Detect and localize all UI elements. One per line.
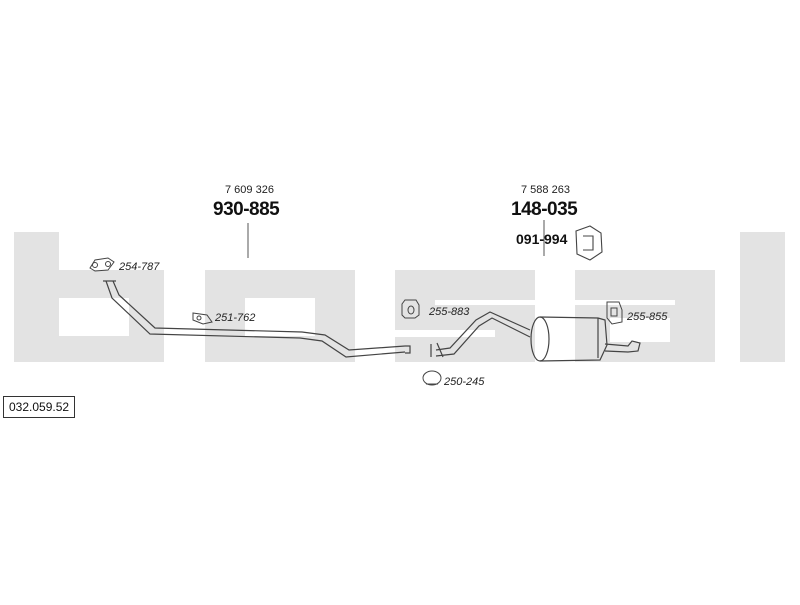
accessory-code-label: 254-787: [119, 261, 160, 273]
gasket-icon: [89, 257, 115, 272]
mount-icon: [575, 225, 603, 261]
rubber-hanger-icon: [401, 299, 420, 319]
reference-number-box: 032.059.52: [3, 396, 76, 418]
rear-silencer: [530, 316, 641, 362]
accessory-code-label: 255-855: [627, 311, 668, 323]
oe-number-label: 7 588 263: [521, 184, 570, 196]
clamp-icon: [192, 312, 213, 325]
oe-number-label: 7 609 326: [225, 184, 274, 196]
rear-pipe: [430, 311, 531, 358]
bosal-watermark-holes: [59, 298, 670, 342]
mount-part-number-label: 091-994: [516, 231, 568, 247]
accessory-code-label: 251-762: [215, 312, 256, 324]
bosal-watermark-logo: [14, 232, 785, 362]
accessory-code-label: 255-883: [429, 306, 470, 318]
part-number-label: 930-885: [213, 199, 280, 220]
front-pipe: [103, 280, 411, 358]
part-number-label: 148-035: [511, 199, 578, 220]
bracket-icon: [606, 301, 623, 325]
pipe-clamp-icon: [422, 370, 442, 386]
accessory-code-label: 250-245: [444, 376, 485, 388]
